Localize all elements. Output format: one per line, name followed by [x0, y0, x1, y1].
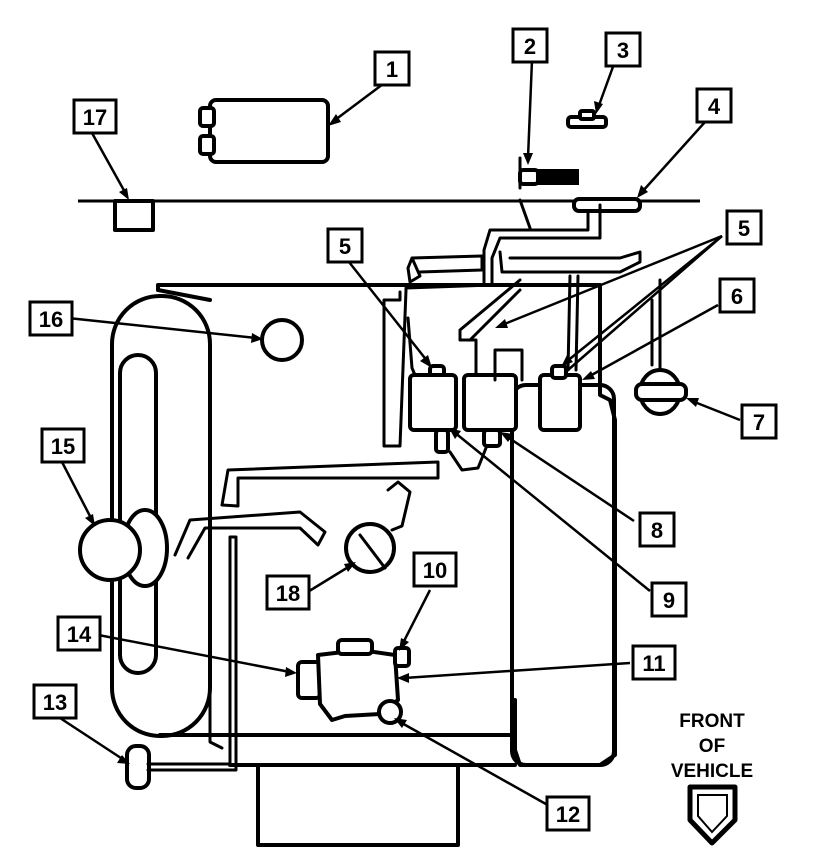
solenoid-block-right — [538, 364, 582, 432]
callout-9-label: 9 — [663, 588, 675, 613]
callout-9: 9 — [650, 581, 688, 618]
part-3-switch — [566, 109, 608, 129]
callout-18: 18 — [265, 574, 311, 611]
hose-main-b — [482, 209, 590, 284]
hose-13 — [146, 535, 238, 772]
callout-3: 3 — [604, 31, 642, 68]
part-13-valve — [125, 744, 151, 790]
callout-5-left-label: 5 — [339, 234, 351, 259]
callout-8-label: 8 — [651, 518, 663, 543]
hose-13b — [208, 538, 224, 750]
part-1-canister — [198, 98, 330, 164]
callout-1-label: 1 — [386, 57, 398, 82]
part-15-pump — [78, 508, 169, 588]
callout-18-label: 18 — [276, 581, 300, 606]
leader-lines — [59, 59, 741, 810]
hose-15 — [173, 510, 327, 560]
callout-5-right-label: 5 — [738, 216, 750, 241]
callout-11: 11 — [631, 644, 677, 681]
hose-main — [382, 203, 602, 448]
callout-11-label: 11 — [642, 651, 665, 676]
hose-loop-top — [406, 254, 484, 284]
part-17-bracket — [113, 199, 155, 232]
front-of-vehicle-indicator: FRONT OF VEHICLE — [671, 711, 753, 846]
callout-8: 8 — [638, 511, 676, 548]
part-18-valve — [344, 480, 412, 574]
callout-2-label: 2 — [524, 34, 536, 59]
callout-13-label: 13 — [43, 690, 67, 715]
solenoid-block-center — [462, 348, 524, 432]
callout-5-left: 5 — [326, 227, 364, 264]
callout-14-label: 14 — [67, 622, 92, 647]
callout-12-label: 12 — [556, 802, 580, 827]
callout-6: 6 — [718, 277, 756, 314]
callout-15: 15 — [40, 427, 86, 464]
callout-4: 4 — [695, 87, 733, 124]
carburetor-assembly — [296, 638, 411, 725]
part-9-fitting — [434, 428, 450, 454]
part-7-valve — [634, 278, 688, 416]
callout-13: 13 — [32, 683, 78, 720]
callout-3-label: 3 — [617, 38, 629, 63]
front-line-1: FRONT — [679, 711, 745, 732]
callout-1: 1 — [373, 50, 411, 87]
callout-7: 7 — [740, 403, 778, 440]
callout-7-label: 7 — [753, 410, 765, 435]
callout-14: 14 — [56, 615, 102, 652]
hose-middle — [220, 460, 440, 508]
hose-right — [498, 250, 642, 274]
callout-5-right: 5 — [725, 209, 763, 246]
part-16-cap — [260, 318, 304, 362]
callout-15-label: 15 — [51, 434, 75, 459]
part-4-tee — [572, 197, 642, 213]
callout-16-label: 16 — [39, 307, 63, 332]
callout-10: 10 — [412, 551, 458, 588]
hose-left-vert — [406, 316, 420, 384]
callout-10-label: 10 — [423, 558, 447, 583]
front-line-2: OF — [699, 736, 725, 757]
callout-16: 16 — [28, 300, 74, 337]
callout-12: 12 — [545, 795, 591, 832]
callout-4-label: 4 — [708, 94, 721, 119]
hose-lower-loop — [448, 446, 488, 472]
callout-17-label: 17 — [83, 105, 107, 130]
hose-center — [458, 278, 522, 382]
front-line-3: VEHICLE — [671, 761, 753, 782]
callout-17: 17 — [72, 98, 118, 135]
front-direction-arrow-icon — [687, 784, 738, 846]
callout-2: 2 — [511, 27, 549, 64]
part-2-fitting — [518, 156, 579, 230]
solenoid-block-left — [408, 373, 458, 432]
part-8-fitting — [482, 428, 502, 448]
callout-6-label: 6 — [731, 284, 743, 309]
